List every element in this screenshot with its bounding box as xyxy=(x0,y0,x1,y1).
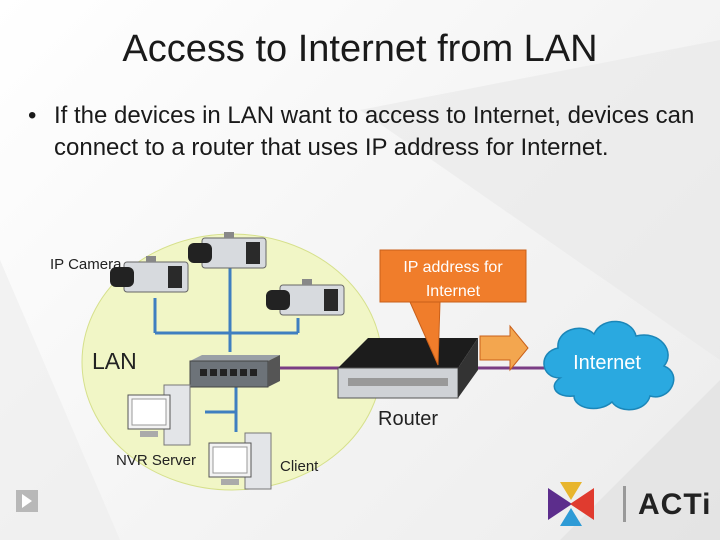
internet-cloud xyxy=(543,320,675,411)
router-label: Router xyxy=(378,408,439,430)
bullet-marker: • xyxy=(28,102,37,129)
internet-arrow xyxy=(479,324,529,372)
internet-label: Internet xyxy=(573,352,641,374)
bullet-text: If the devices in LAN want to access to … xyxy=(54,102,695,161)
ip-address-callout xyxy=(379,249,527,366)
camera-2 xyxy=(188,232,267,269)
logo-divider xyxy=(623,486,626,522)
page-title: Access to Internet from LAN xyxy=(122,28,598,70)
router-device xyxy=(337,338,478,399)
callout-text: IP address for Internet xyxy=(403,259,503,300)
lan-label: LAN xyxy=(92,348,137,374)
network-switch xyxy=(189,355,280,388)
nvr-server xyxy=(127,384,191,446)
client-pc xyxy=(208,432,272,490)
client-label: Client xyxy=(280,458,319,475)
ip-camera-label: IP Camera xyxy=(50,256,122,273)
acti-logo-text: ACTi xyxy=(638,488,712,521)
nvr-server-label: NVR Server xyxy=(116,452,197,469)
camera-1 xyxy=(110,256,189,293)
slide-nav-icon xyxy=(16,490,38,512)
acti-logo-mark xyxy=(548,482,594,526)
lan-wires xyxy=(153,268,300,432)
camera-3 xyxy=(266,279,345,316)
